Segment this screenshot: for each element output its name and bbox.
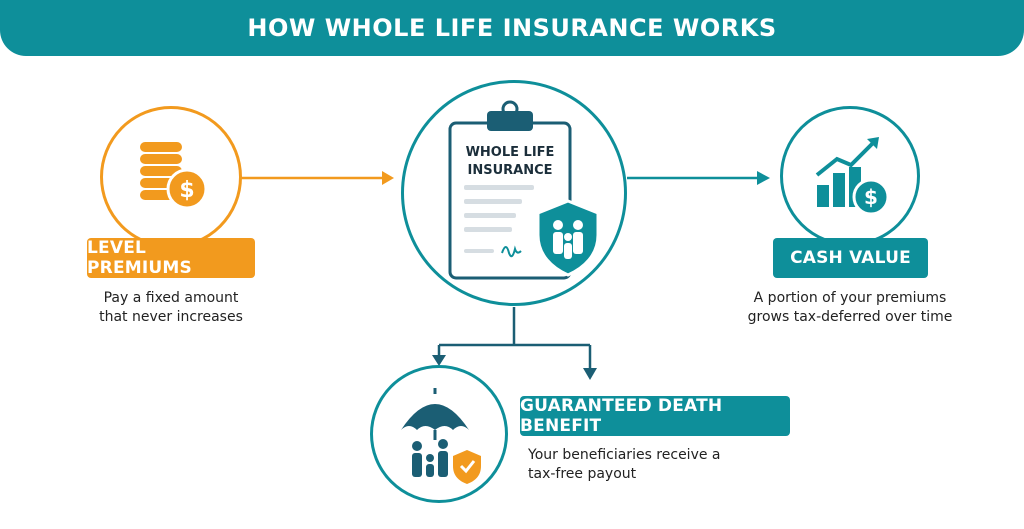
coin-stack-dollar-icon: $ [138, 140, 208, 210]
policy-document-title: WHOLE LIFE INSURANCE [465, 145, 555, 178]
cash-value-description: A portion of your premiums grows tax-def… [747, 290, 953, 325]
arrow-head-down-left [432, 355, 446, 366]
cash-value-circle: $ [780, 106, 920, 246]
death-benefit-description: Your beneficiaries receive a tax-free pa… [528, 447, 721, 482]
level-premiums-label: LEVEL PREMIUMS [87, 238, 192, 278]
svg-text:$: $ [179, 178, 194, 203]
svg-text:$: $ [864, 185, 878, 209]
umbrella-family-shield-icon [401, 388, 481, 484]
page-title: HOW WHOLE LIFE INSURANCE WORKS [247, 14, 777, 42]
growth-chart-dollar-icon: $ [815, 137, 890, 216]
death-benefit-circle [370, 365, 508, 503]
level-premiums-badge: LEVEL PREMIUMS [87, 238, 255, 278]
arrow-head-right [757, 171, 770, 185]
signature-icon [501, 245, 522, 258]
cash-value-badge: CASH VALUE [773, 238, 928, 278]
arrow-head-left [382, 171, 394, 185]
death-benefit-badge: GUARANTEED DEATH BENEFIT [520, 396, 790, 436]
whole-life-policy-circle [401, 80, 627, 306]
death-benefit-label: GUARANTEED DEATH BENEFIT [520, 396, 723, 436]
level-premiums-circle: $ [100, 106, 242, 248]
header-banner: HOW WHOLE LIFE INSURANCE WORKS [0, 0, 1024, 56]
clipboard-document-icon [448, 100, 600, 280]
level-premiums-description: Pay a fixed amount that never increases [99, 290, 243, 325]
arrow-head-down-right [583, 368, 597, 380]
cash-value-label: CASH VALUE [790, 248, 911, 268]
